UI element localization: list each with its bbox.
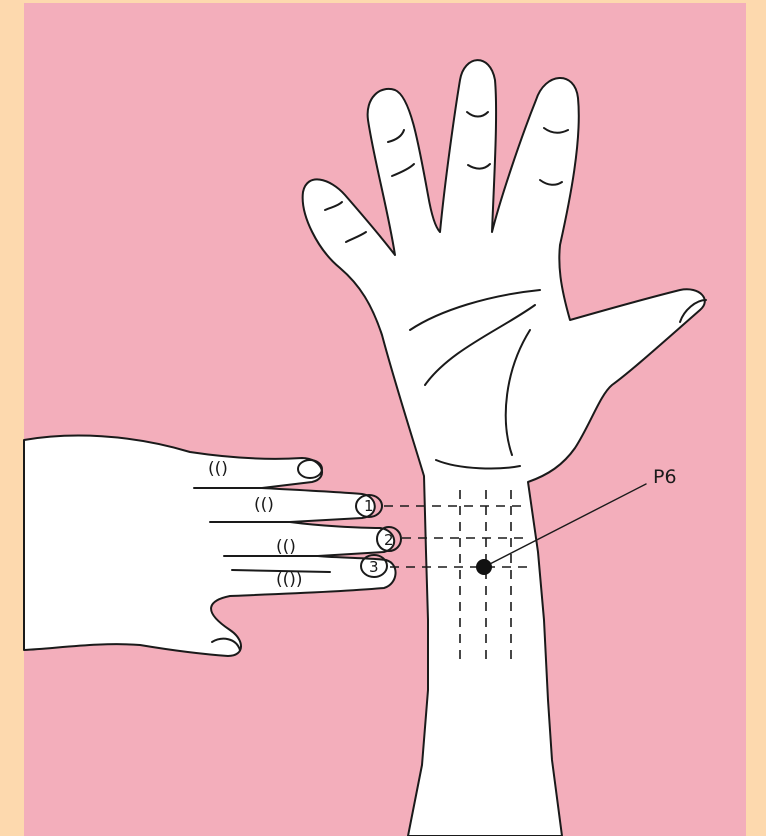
upright-hand-outline [303,60,705,836]
finger-number-2: 2 [384,531,394,549]
knuckle-mark: (() [276,537,296,557]
measuring-hand: (() (() (() (()) 1 2 3 [24,436,401,656]
upright-hand [303,60,706,836]
p6-dot [476,559,492,575]
finger-number-1: 1 [364,497,374,515]
finger-number-3: 3 [369,558,379,576]
knuckle-mark: (()) [276,570,303,590]
p6-label: P6 [653,466,677,488]
knuckle-mark: (() [208,459,228,479]
knuckle-mark: (() [254,495,274,515]
